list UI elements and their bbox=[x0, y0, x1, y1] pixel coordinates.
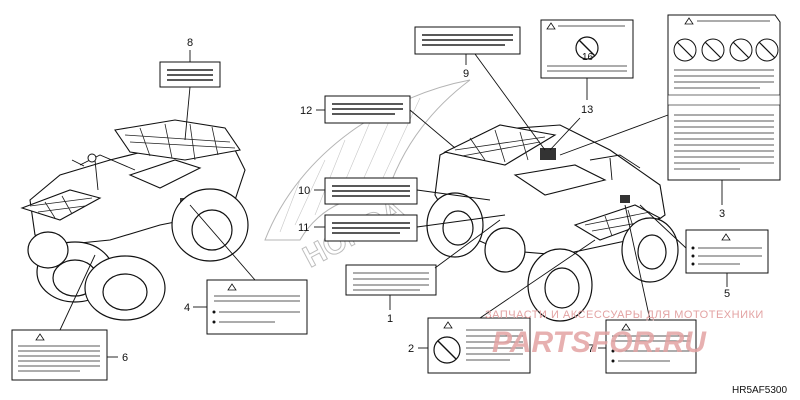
atv-rear-view bbox=[426, 124, 679, 322]
diagram-code: HR5AF5300 bbox=[732, 385, 787, 396]
age-16-text: 16 bbox=[582, 52, 594, 63]
callout-1: 1 bbox=[387, 313, 393, 325]
label-9 bbox=[414, 26, 521, 55]
callout-11: 11 bbox=[298, 222, 309, 234]
label-6 bbox=[11, 329, 108, 381]
callout-5: 5 bbox=[724, 288, 730, 300]
label-4 bbox=[206, 279, 308, 335]
partsfor-watermark: ЗАПЧАСТИ И АКСЕССУАРЫ ДЛЯ МОТОТЕХНИКИ PA… bbox=[485, 309, 764, 359]
watermark-brand: PARTSFOR.RU bbox=[492, 326, 707, 359]
front-label-spot bbox=[620, 195, 630, 203]
label-5 bbox=[685, 229, 769, 274]
callout-7: 7 bbox=[588, 343, 594, 355]
label-8 bbox=[159, 61, 221, 88]
callout-4: 4 bbox=[184, 302, 190, 314]
callout-12: 12 bbox=[300, 105, 312, 117]
label-10 bbox=[324, 177, 418, 205]
label-11 bbox=[324, 214, 418, 242]
label-1 bbox=[345, 264, 437, 296]
callout-10: 10 bbox=[298, 185, 310, 197]
leader-lines bbox=[59, 50, 728, 358]
callout-13: 13 bbox=[581, 104, 593, 116]
callout-6: 6 bbox=[122, 352, 128, 364]
watermark-tagline: ЗАПЧАСТИ И АКСЕССУАРЫ ДЛЯ МОТОТЕХНИКИ bbox=[485, 309, 764, 321]
label-2 bbox=[427, 317, 531, 374]
callout-numbers: 8 12 9 13 3 10 11 1 5 4 6 2 7 bbox=[122, 37, 730, 364]
callout-8: 8 bbox=[187, 37, 193, 49]
rear-label-spot bbox=[540, 148, 556, 160]
label-13: 16 bbox=[540, 19, 634, 79]
callout-2: 2 bbox=[408, 343, 414, 355]
atv-front-view bbox=[20, 119, 249, 321]
label-7 bbox=[605, 319, 697, 374]
callout-3: 3 bbox=[719, 208, 725, 220]
label-3 bbox=[667, 14, 781, 181]
callout-9: 9 bbox=[463, 68, 469, 80]
label-12 bbox=[324, 95, 411, 124]
